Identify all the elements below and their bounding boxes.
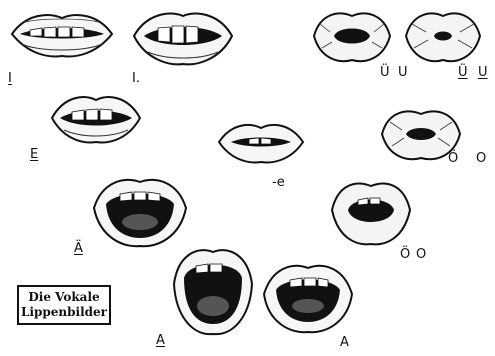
mouth-e-long [48,90,144,148]
figure-caption-box: Die Vokale Lippenbilder [17,285,111,325]
label-o-long: O [476,152,486,165]
label-o-umlaut-long: Ö [448,152,458,165]
label-u-short: U [398,66,408,79]
label-u-umlaut-short: Ü [380,66,390,79]
mouth-i-long [8,8,116,63]
figure-title-line-1: Die Vokale [28,290,99,305]
label-schwa: -e [272,176,285,189]
mouth-a-umlaut [90,172,190,252]
label-a-short: A [340,336,349,349]
label-a-long: A [156,334,165,347]
label-i-long: I [8,72,12,85]
label-a-umlaut: Ä [74,242,83,255]
label-u-long: U [478,66,488,79]
label-o-umlaut-short: Ö [400,248,410,261]
label-o-short: O [416,248,426,261]
mouth-a-long [170,244,256,340]
label-i-short: I. [132,72,140,85]
mouth-u-umlaut-long [402,6,484,68]
mouth-i-short [130,8,236,68]
label-e-long: E [30,148,38,161]
mouth-schwa [215,118,307,168]
mouth-u-umlaut-short [310,6,394,68]
mouth-a-short [260,258,356,338]
label-u-umlaut-long: Ü [458,66,468,79]
mouth-o-umlaut-short [328,176,414,250]
figure-title-line-2: Lippenbilder [21,305,107,320]
